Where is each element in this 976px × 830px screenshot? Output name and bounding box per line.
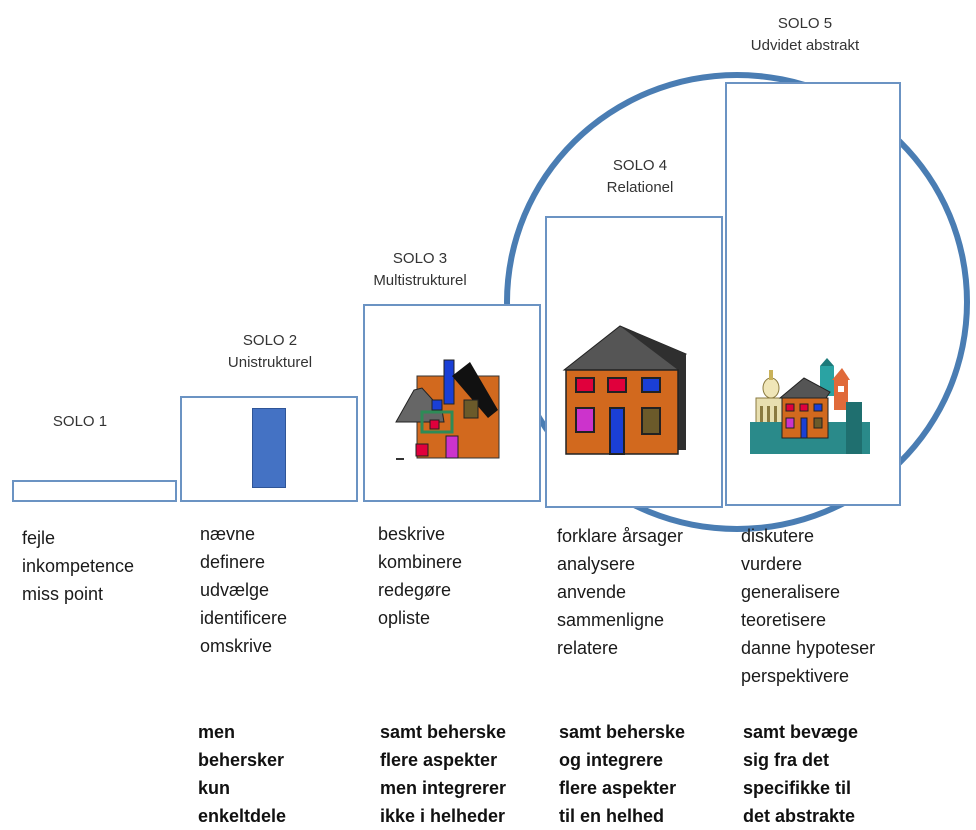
- qualifier-line: samt bevæge: [743, 722, 859, 742]
- verb-item: definere: [200, 552, 266, 572]
- relational-abstract-circle: [504, 72, 970, 532]
- house-icon: [562, 325, 687, 455]
- verb-item: sammenligne: [557, 610, 665, 630]
- qualifier-line: samt beherske: [559, 722, 686, 742]
- verb-item: omskrive: [200, 636, 273, 656]
- verb-item: identificere: [200, 608, 288, 628]
- verb-item: redegøre: [378, 580, 452, 600]
- scattered-house-parts-icon: [395, 359, 500, 460]
- verb-item: vurdere: [741, 554, 803, 574]
- solo4-name: SOLO 4: [612, 157, 668, 174]
- verb-item: generalisere: [741, 582, 841, 602]
- solo2-heading: SOLO 2 Unistrukturel: [200, 330, 340, 374]
- solo4-verbs: forklare årsager analysere anvende samme…: [557, 522, 683, 662]
- solo5-subtitle: Udvidet abstrakt: [750, 37, 860, 54]
- solo3-qualifier: samt beherske flere aspekter men integre…: [380, 718, 506, 830]
- solo2-verbs: nævne definere udvælge identificere omsk…: [200, 520, 287, 660]
- solo1-heading: SOLO 1: [30, 411, 130, 433]
- qualifier-line: behersker: [198, 750, 285, 770]
- qualifier-line: og integrere: [559, 750, 664, 770]
- solo1-box: [12, 480, 177, 502]
- solo4-qualifier: samt beherske og integrere flere aspekte…: [559, 718, 685, 830]
- qualifier-line: flere aspekter: [559, 778, 677, 798]
- solo1-name: SOLO 1: [52, 413, 108, 430]
- qualifier-line: kun: [198, 778, 231, 798]
- qualifier-line: sig fra det: [743, 750, 830, 770]
- solo3-heading: SOLO 3 Multistrukturel: [350, 248, 490, 292]
- verb-item: nævne: [200, 524, 256, 544]
- solo1-verbs: fejle inkompetence miss point: [22, 524, 134, 608]
- verb-item: opliste: [378, 608, 431, 628]
- qualifier-line: det abstrakte: [743, 806, 856, 826]
- solo5-verbs: diskutere vurdere generalisere teoretise…: [741, 522, 875, 690]
- verb-item: diskutere: [741, 526, 815, 546]
- solo2-subtitle: Unistrukturel: [227, 354, 313, 371]
- qualifier-line: men integrerer: [380, 778, 507, 798]
- solo5-qualifier: samt bevæge sig fra det specifikke til d…: [743, 718, 858, 830]
- verb-item: perspektivere: [741, 666, 850, 686]
- qualifier-line: samt beherske: [380, 722, 507, 742]
- solo5-name: SOLO 5: [777, 15, 833, 32]
- qualifier-line: flere aspekter: [380, 750, 498, 770]
- qualifier-line: til en helhed: [559, 806, 665, 826]
- solo2-name: SOLO 2: [242, 332, 298, 349]
- qualifier-line: specifikke til: [743, 778, 852, 798]
- single-block-icon: [252, 408, 286, 488]
- verb-item: inkompetence: [22, 556, 135, 576]
- solo3-subtitle: Multistrukturel: [373, 272, 467, 289]
- verb-item: teoretisere: [741, 610, 827, 630]
- solo3-verbs: beskrive kombinere redegøre opliste: [378, 520, 462, 632]
- qualifier-line: enkeltdele: [198, 806, 287, 826]
- verb-item: analysere: [557, 554, 636, 574]
- verb-item: anvende: [557, 582, 627, 602]
- solo3-name: SOLO 3: [392, 250, 448, 267]
- qualifier-line: men: [198, 722, 236, 742]
- verb-item: relatere: [557, 638, 619, 658]
- verb-item: miss point: [22, 584, 104, 604]
- solo5-heading: SOLO 5 Udvidet abstrakt: [730, 13, 880, 57]
- verb-item: beskrive: [378, 524, 446, 544]
- verb-item: fejle: [22, 528, 56, 548]
- verb-item: forklare årsager: [557, 526, 684, 546]
- verb-item: kombinere: [378, 552, 463, 572]
- solo4-subtitle: Relationel: [606, 179, 674, 196]
- verb-item: danne hypoteser: [741, 638, 876, 658]
- verb-item: udvælge: [200, 580, 270, 600]
- city-skyline-icon: [750, 358, 870, 454]
- qualifier-line: ikke i helheder: [380, 806, 506, 826]
- solo2-qualifier: men behersker kun enkeltdele: [198, 718, 286, 830]
- solo4-heading: SOLO 4 Relationel: [570, 155, 710, 199]
